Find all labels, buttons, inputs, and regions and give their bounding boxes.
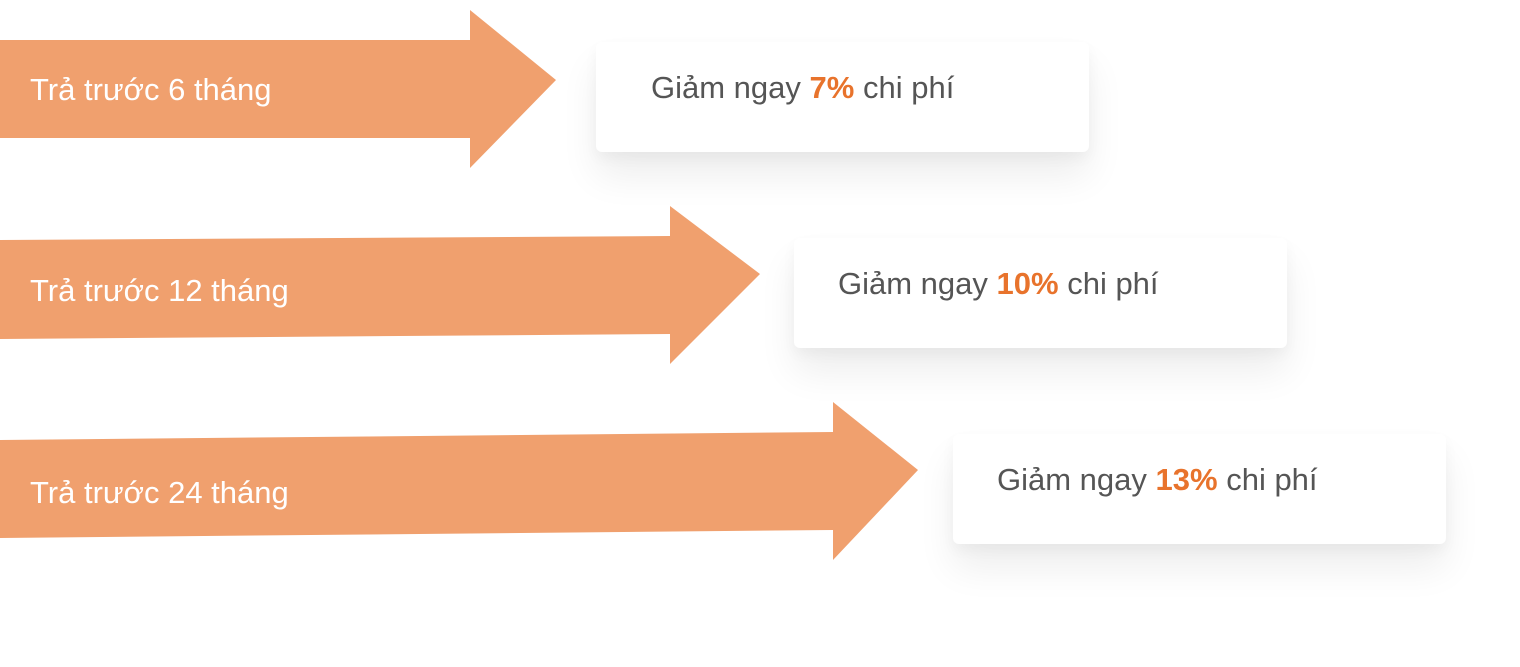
arrow-24-months bbox=[0, 402, 918, 560]
discount-suffix: chi phí bbox=[862, 70, 955, 105]
discount-card-24-months: Giảm ngay 13% chi phí bbox=[953, 434, 1446, 544]
arrow-12-months bbox=[0, 206, 760, 364]
discount-suffix: chi phí bbox=[1067, 266, 1159, 301]
discount-percent: 10% bbox=[996, 266, 1059, 301]
discount-card-12-months: Giảm ngay 10% chi phí bbox=[794, 238, 1287, 348]
arrow-label-12-months: Trả trước 12 tháng bbox=[30, 273, 289, 308]
arrow-label-24-months: Trả trước 24 tháng bbox=[30, 475, 289, 510]
discount-text: Giảm ngay 7% chi phí bbox=[651, 72, 954, 103]
discount-percent: 7% bbox=[809, 70, 855, 105]
arrow-label-6-months: Trả trước 6 tháng bbox=[30, 72, 272, 107]
discount-text: Giảm ngay 13% chi phí bbox=[997, 464, 1318, 495]
discount-suffix: chi phí bbox=[1226, 462, 1318, 497]
discount-text: Giảm ngay 10% chi phí bbox=[838, 268, 1159, 299]
discount-prefix: Giảm ngay bbox=[838, 266, 988, 301]
discount-card-6-months: Giảm ngay 7% chi phí bbox=[596, 42, 1089, 152]
discount-percent: 13% bbox=[1155, 462, 1218, 497]
discount-prefix: Giảm ngay bbox=[997, 462, 1147, 497]
arrow-6-months bbox=[0, 10, 556, 168]
discount-prefix: Giảm ngay bbox=[651, 70, 801, 105]
